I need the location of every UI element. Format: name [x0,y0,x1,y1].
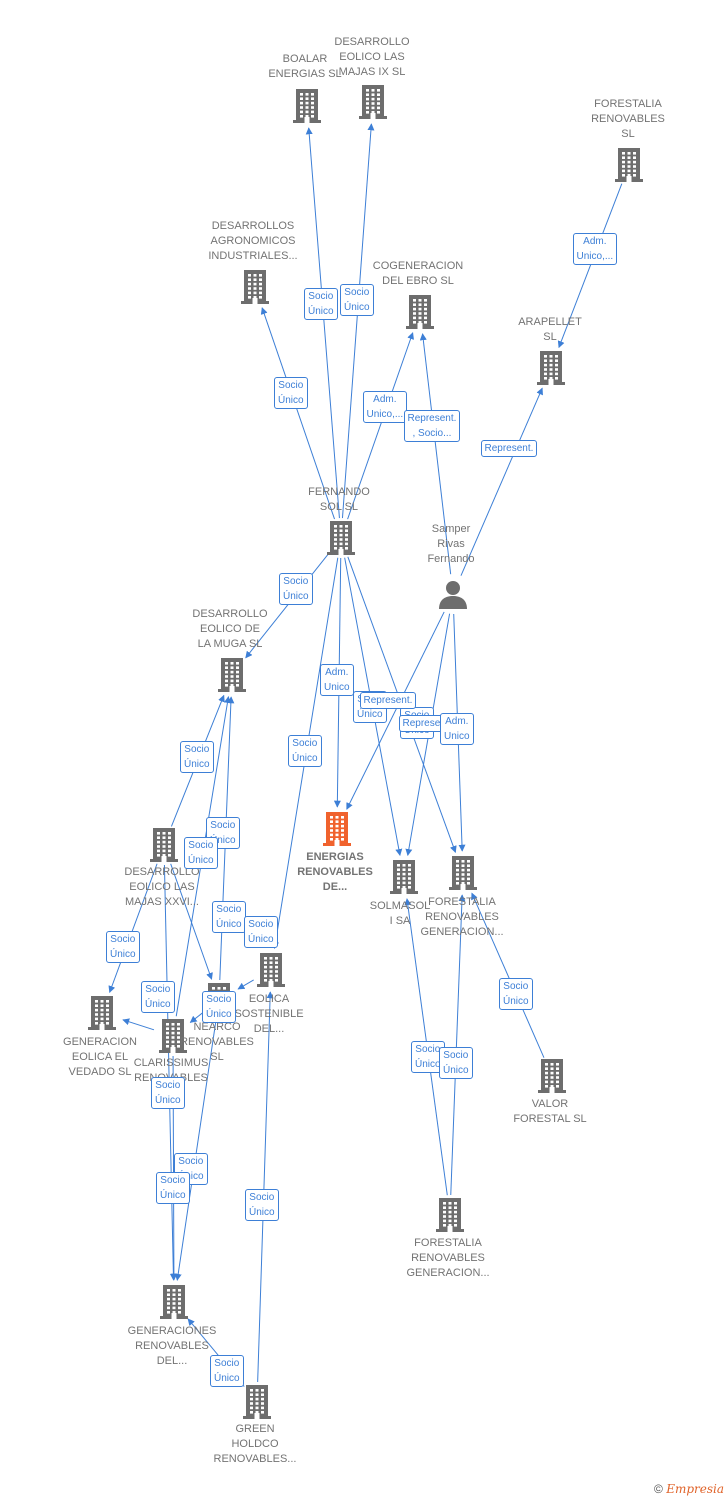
edge-label[interactable]: Socio Único [244,916,278,948]
edge-label[interactable]: Socio Único [106,931,140,963]
copyright-symbol: © [654,1482,663,1496]
edge-label[interactable]: Represent. [359,691,417,709]
building-icon[interactable] [323,812,351,851]
node-label-eolica[interactable]: EOLICA SOSTENIBLE DEL... [234,993,304,1035]
edge-majas26-vedado [108,863,158,994]
node-label-fernando[interactable]: FERNANDO SOL SL [308,486,370,513]
edge-fernando-agronomicos [260,307,335,520]
node-label-muga[interactable]: DESARROLLO EOLICO DE LA MUGA SL [192,608,268,650]
node-label-energias[interactable]: ENERGIAS RENOVABLES DE... [297,851,373,893]
edge-label[interactable]: Adm. Unico [320,664,354,696]
edge-majas26-nearco [170,863,213,980]
edge-fernando-muga [245,553,329,659]
edge-label[interactable]: Socio Único [184,837,218,869]
person-icon[interactable] [438,579,468,614]
edge-label[interactable]: Socio Único [274,377,308,409]
edge-nearco-clarissimus [189,1011,204,1023]
edge-label[interactable]: Adm. Unico,... [362,391,408,423]
edge-valor-forgen1 [471,892,545,1058]
edge-nearco-generaciones [174,1019,217,1281]
edge-label[interactable]: Socio Único [340,284,374,316]
edge-label[interactable]: Socio Único [151,1077,185,1109]
edge-samper-cogeneracion [419,333,452,575]
building-icon[interactable] [218,658,246,697]
edge-label[interactable]: Socio Único [411,1041,445,1073]
edge-forestalia-arapellet [557,183,623,349]
edge-eolica-nearco [237,979,254,990]
edge-label[interactable]: Socio Único [180,741,214,773]
node-label-majas26[interactable]: DESARROLLO EOLICO LAS MAJAS XXVI... [124,866,200,908]
edge-label[interactable]: Socio Único [245,1189,279,1221]
node-label-forgen1[interactable]: FORESTALIA RENOVABLES GENERACION... [420,896,504,938]
building-icon[interactable] [449,856,477,895]
node-label-solmaso[interactable]: SOLMASOL I SA [369,900,431,927]
building-icon[interactable] [359,85,387,124]
building-icon[interactable] [538,1059,566,1098]
node-label-valor[interactable]: VALOR FORESTAL SL [513,1098,587,1125]
edge-label[interactable]: Socio Único [156,1172,190,1204]
building-icon[interactable] [406,295,434,334]
node-label-green[interactable]: GREEN HOLDCO RENOVABLES... [213,1423,297,1465]
building-icon[interactable] [615,148,643,187]
edge-label[interactable]: Socio Único [499,978,533,1010]
node-label-nearco[interactable]: NEARCO RENOVABLES SL [180,1021,254,1063]
building-icon[interactable] [257,953,285,992]
building-icon[interactable] [243,1385,271,1424]
node-label-forgen2[interactable]: FORESTALIA RENOVABLES GENERACION... [406,1237,490,1279]
building-icon[interactable] [159,1019,187,1058]
edge-label[interactable]: Socio Único [212,901,246,933]
building-icon[interactable] [150,828,178,867]
node-label-majas9[interactable]: DESARROLLO EOLICO LAS MAJAS IX SL [334,36,410,78]
building-icon[interactable] [390,860,418,899]
building-icon[interactable] [160,1285,188,1324]
edge-label[interactable]: Socio Único [288,735,322,767]
edge-green-eolica [257,991,274,1383]
edge-label[interactable]: Socio Único [439,1047,473,1079]
edge-fernando-boalar [305,127,340,519]
edge-clarissimus-vedado [122,1018,155,1031]
edge-label[interactable]: Represent. , Socio... [403,410,461,442]
edge-majas26-generaciones [163,864,177,1281]
node-label-generaciones[interactable]: GENERACIONES RENOVABLES DEL... [127,1325,217,1367]
building-icon[interactable] [537,351,565,390]
node-label-forestalia[interactable]: FORESTALIA RENOVABLES SL [591,98,665,140]
edge-samper-energias [346,611,445,810]
building-icon[interactable] [241,270,269,309]
edge-fernando-majas9 [341,123,375,519]
building-icon[interactable] [436,1198,464,1237]
edge-forgen2-forgen1 [450,894,466,1196]
node-label-cogeneracion[interactable]: COGENERACION DEL EBRO SL [372,260,464,287]
node-label-arapellet[interactable]: ARAPELLET SL [518,316,582,343]
brand-logo: Empresia [666,1482,724,1496]
edge-label[interactable]: Adm. Unico,... [572,233,618,265]
edge-label[interactable]: Socio Único [210,1355,244,1387]
edge-label[interactable]: Socio Único [304,288,338,320]
node-label-boalar[interactable]: BOALAR ENERGIAS SL [268,53,342,80]
node-label-vedado[interactable]: GENERACION EOLICA EL VEDADO SL [63,1036,137,1078]
edge-label[interactable]: Socio Único [202,991,236,1023]
edge-label[interactable]: Socio Único [279,573,313,605]
building-icon[interactable] [327,521,355,560]
building-icon[interactable] [293,89,321,128]
edge-label[interactable]: Socio Único [141,981,175,1013]
node-label-samper[interactable]: Samper Rivas Fernando [427,523,475,565]
edge-label[interactable]: Adm. Unico [440,713,474,745]
footer-brand: © Empresia [654,1482,724,1496]
building-icon[interactable] [88,996,116,1035]
edge-samper-arapellet [460,387,543,576]
edge-label[interactable]: Represent. [480,439,538,457]
edge-fernando-cogeneracion [347,332,414,520]
node-label-agronomicos[interactable]: DESARROLLOS AGRONOMICOS INDUSTRIALES... [208,220,298,262]
